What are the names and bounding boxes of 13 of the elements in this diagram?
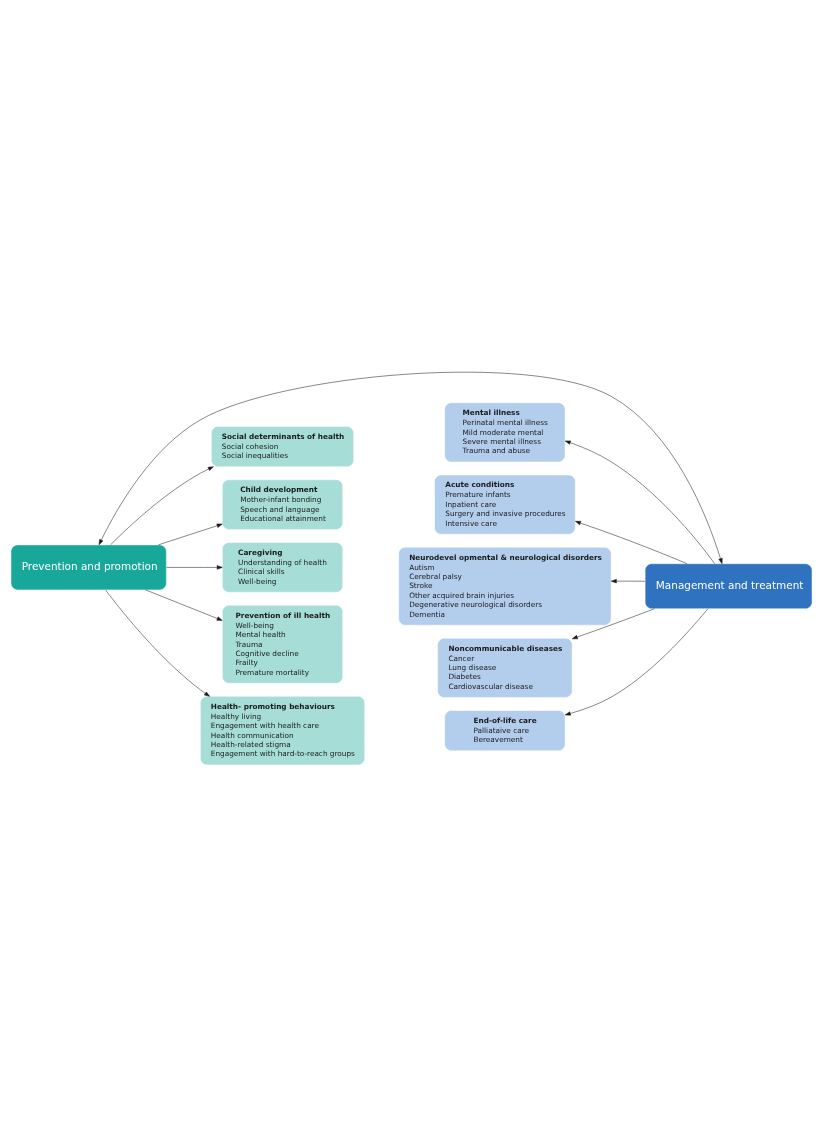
node-box: Prevention and promotion bbox=[10, 544, 167, 590]
arrow bbox=[110, 465, 214, 545]
arrow bbox=[575, 520, 688, 564]
arrow bbox=[105, 589, 210, 697]
arrow bbox=[145, 589, 223, 621]
arrow bbox=[166, 564, 223, 569]
arrow bbox=[564, 440, 715, 564]
arrow bbox=[158, 523, 223, 545]
arrow bbox=[610, 578, 646, 583]
arrow bbox=[98, 371, 723, 564]
arrow bbox=[572, 608, 655, 639]
node-box: Management and treatment bbox=[644, 562, 813, 609]
arrow bbox=[564, 608, 708, 716]
